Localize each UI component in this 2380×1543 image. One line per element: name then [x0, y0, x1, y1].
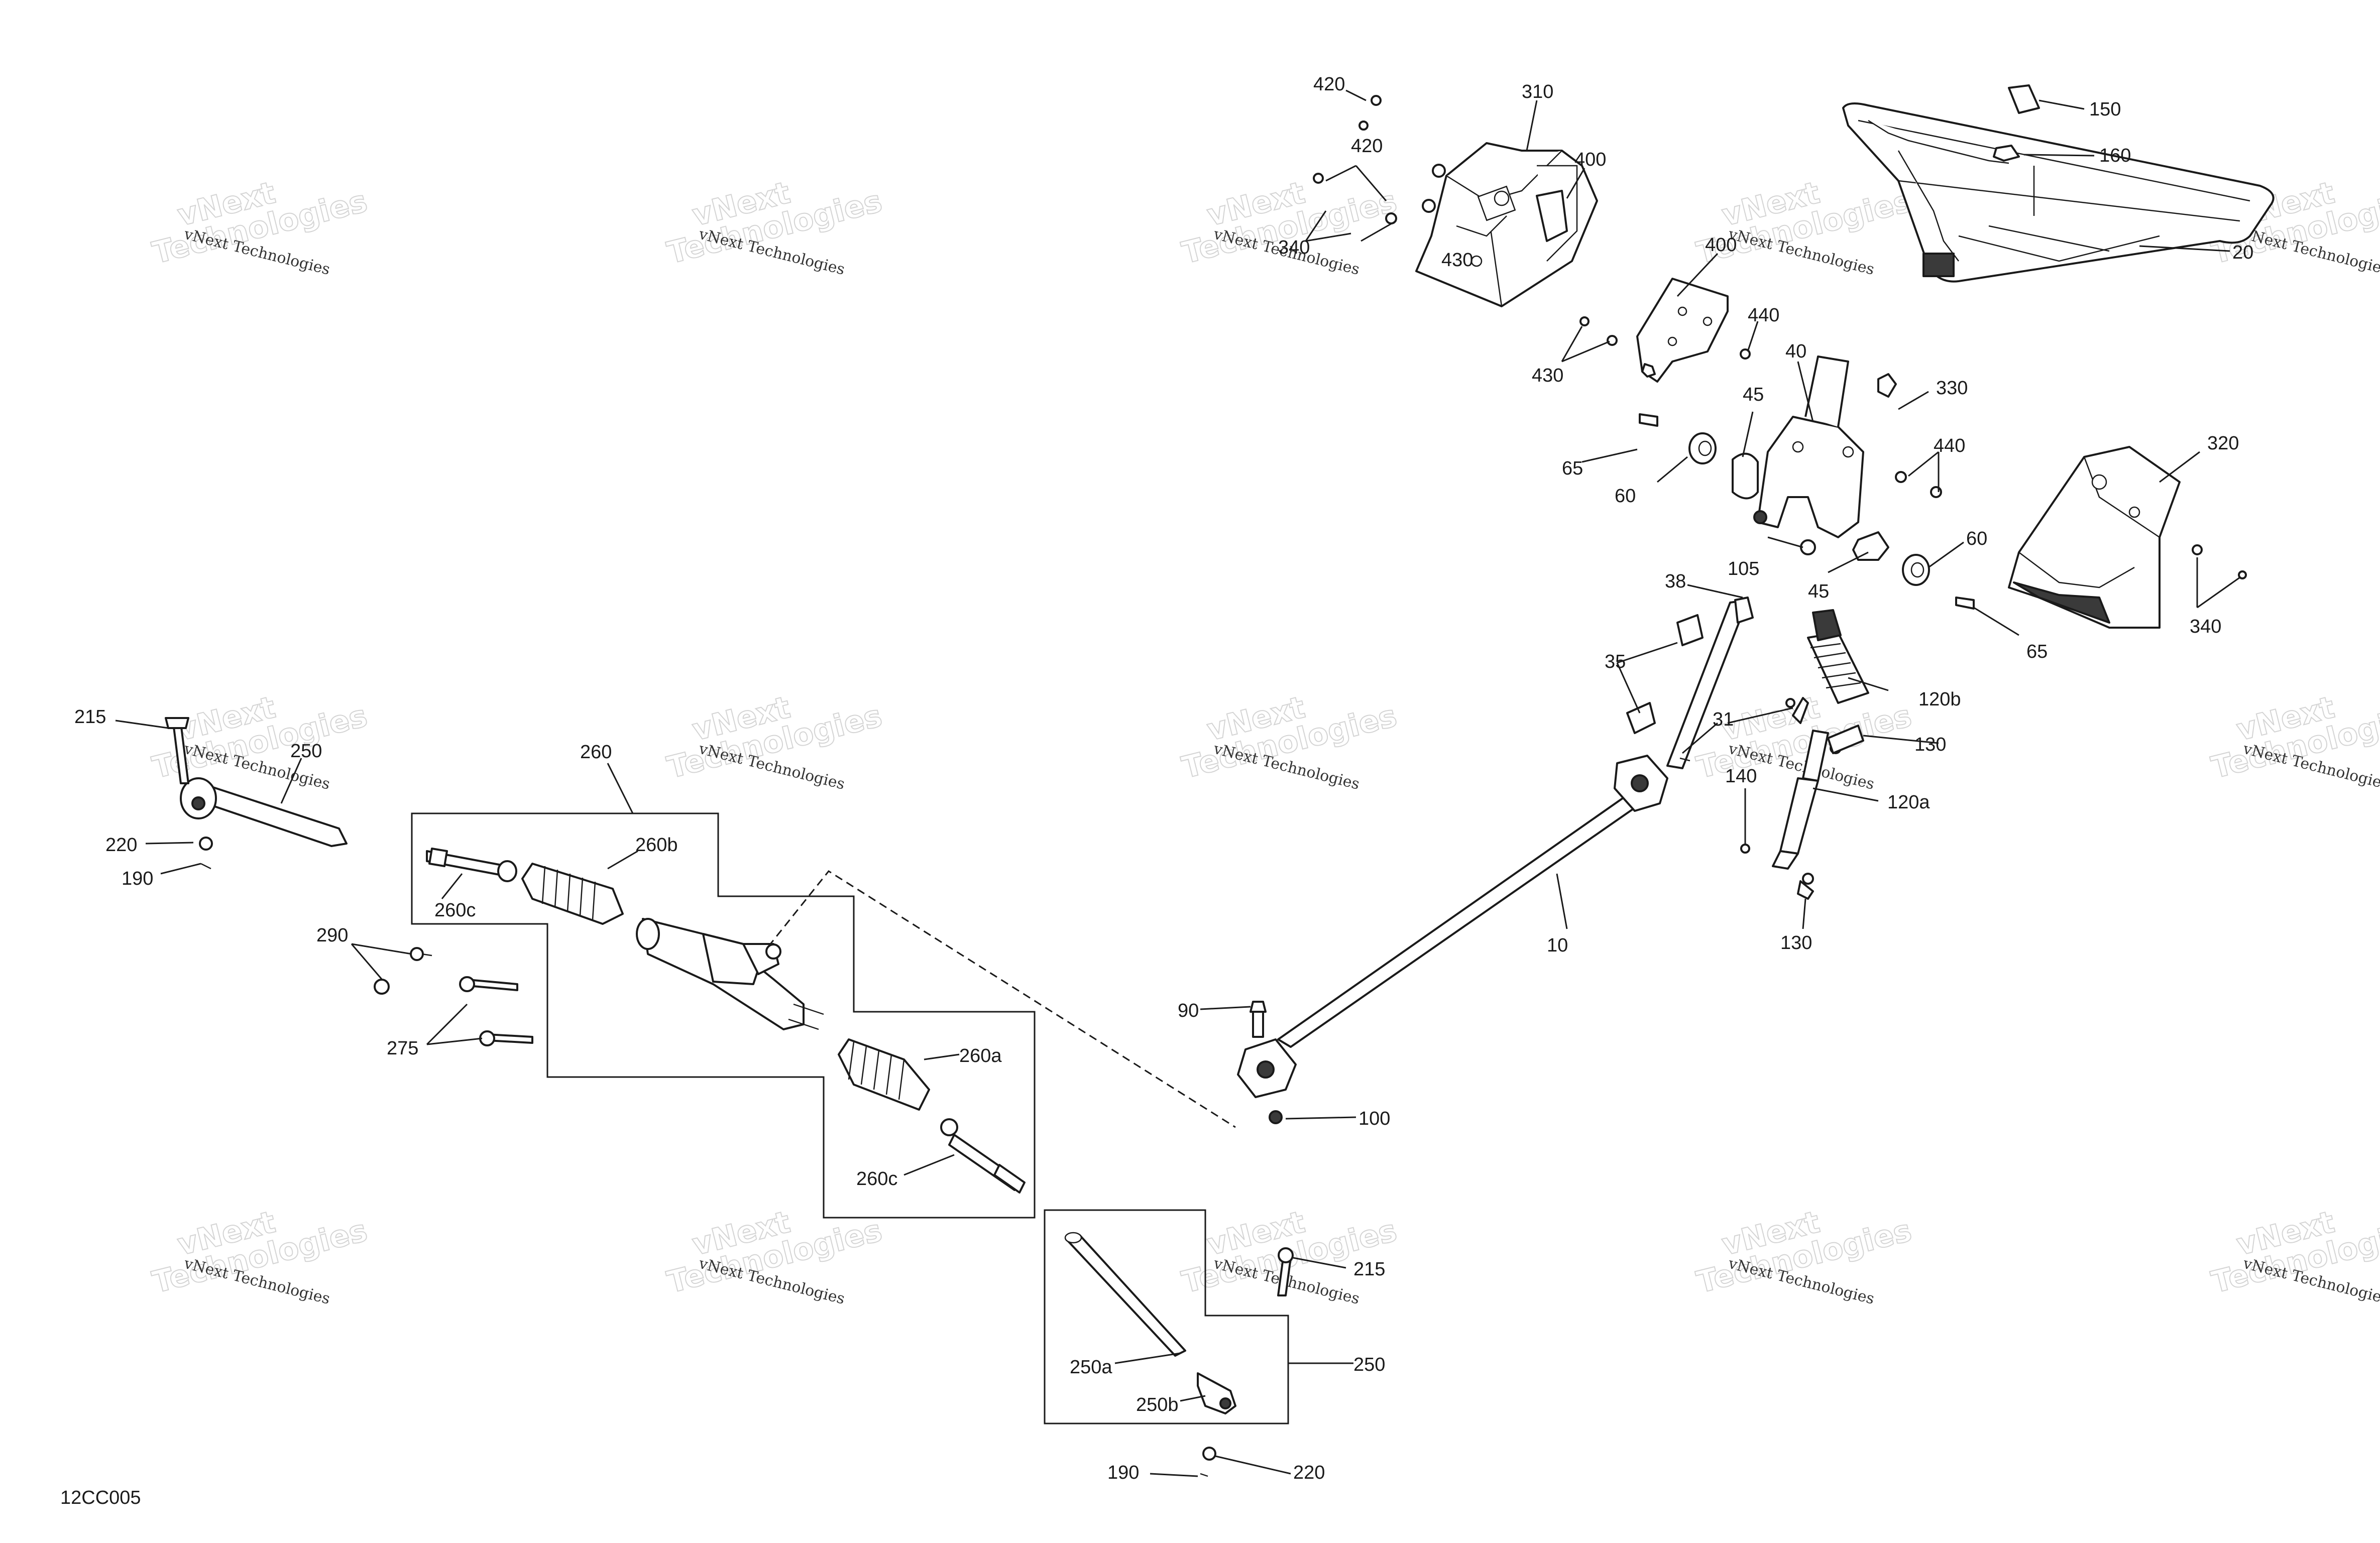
- callout-220-b: 220: [1293, 1462, 1325, 1483]
- steering-wheel-20: [1842, 102, 2275, 283]
- wheel-cap-150: [2008, 84, 2040, 114]
- callout-260a: 260a: [959, 1045, 1002, 1066]
- callout-250b: 250b: [1136, 1394, 1179, 1415]
- callout-labels: 420 420 310 400 150 160 20 340 430 400 4…: [74, 74, 2253, 1483]
- assembly-box-250: [1044, 1209, 1289, 1425]
- washer-105: [1800, 539, 1816, 555]
- bushing-35b: [1676, 614, 1704, 646]
- callout-65-a: 65: [1562, 458, 1583, 479]
- diagram-code: 12CC005: [60, 1487, 141, 1508]
- callout-400-b: 400: [1705, 234, 1737, 256]
- column-support-40: [1757, 355, 1864, 538]
- callout-130-b: 130: [1780, 932, 1812, 954]
- callout-38: 38: [1665, 571, 1686, 592]
- callout-260c-b: 260c: [856, 1168, 897, 1190]
- callout-420-b: 420: [1351, 136, 1383, 157]
- bolt-90: [1250, 1001, 1267, 1013]
- callout-250a: 250a: [1070, 1357, 1112, 1378]
- callout-60-b: 60: [1966, 528, 1987, 549]
- callout-290: 290: [316, 925, 348, 946]
- callout-260: 260: [580, 742, 612, 763]
- bushing-60-left-inner: [1698, 440, 1712, 456]
- nut-160: [1993, 145, 2020, 162]
- callout-215-b: 215: [1353, 1259, 1385, 1280]
- tie-rod-250-bottom: [1064, 1232, 1294, 1477]
- fasteners: [1313, 95, 2247, 610]
- callout-250-b: 250: [1353, 1354, 1385, 1375]
- callout-150: 150: [2089, 99, 2121, 120]
- leader-lines: [115, 89, 2240, 1477]
- callout-430-b: 430: [1532, 365, 1563, 386]
- callout-430-a: 430: [1441, 250, 1473, 271]
- steering-cover-320: [2008, 446, 2181, 629]
- bolts-290-275: [374, 947, 533, 1046]
- lower-column-120a: [1740, 697, 1864, 900]
- callout-260b: 260b: [635, 835, 678, 856]
- callout-400-a: 400: [1574, 149, 1606, 170]
- assembly-box-260: [411, 812, 1036, 1219]
- callout-250-a: 250: [290, 741, 322, 762]
- callout-190-b: 190: [1107, 1462, 1139, 1483]
- callout-45-b: 45: [1808, 581, 1829, 602]
- callout-31: 31: [1713, 709, 1734, 730]
- nut-105: [1753, 510, 1767, 524]
- callout-65-b: 65: [2026, 641, 2048, 662]
- callout-320: 320: [2207, 433, 2239, 454]
- bushing-45-right: [1852, 531, 1889, 561]
- callout-190-a: 190: [122, 868, 153, 889]
- callout-120a: 120a: [1887, 792, 1930, 813]
- callout-215-a: 215: [74, 706, 106, 728]
- callout-100: 100: [1358, 1108, 1390, 1129]
- callout-220-a: 220: [105, 835, 137, 856]
- assembly-link-dashed: [767, 870, 1236, 1128]
- callout-40: 40: [1785, 341, 1806, 362]
- callout-10: 10: [1547, 935, 1568, 956]
- callout-275: 275: [387, 1038, 418, 1059]
- callout-420-a: 420: [1313, 74, 1345, 95]
- bushing-60-right-inner: [1910, 562, 1924, 578]
- pin-31: [1679, 757, 1690, 762]
- intermediate-shaft-10: [1237, 755, 1668, 1124]
- tie-rod-250-left: [165, 717, 348, 870]
- callout-105: 105: [1728, 558, 1759, 579]
- callout-440-b: 440: [1934, 435, 1965, 456]
- steering-rack-260: [426, 848, 1026, 1194]
- callout-90: 90: [1178, 1000, 1199, 1021]
- callout-35: 35: [1605, 651, 1626, 672]
- bushing-35: [1626, 702, 1656, 734]
- callout-60-a: 60: [1615, 486, 1636, 507]
- column-shaft-38: [1666, 597, 1754, 769]
- callout-120b: 120b: [1918, 689, 1961, 710]
- callout-310: 310: [1522, 81, 1553, 102]
- callout-260c-a: 260c: [434, 900, 476, 921]
- callout-340-a: 340: [1278, 237, 1310, 258]
- callout-330: 330: [1936, 378, 1968, 399]
- parts-layer: [165, 84, 2275, 1477]
- bracket-400b: [1536, 190, 1568, 242]
- callout-130-a: 130: [1914, 734, 1946, 755]
- callout-160: 160: [2099, 145, 2131, 166]
- bushing-45-left: [1732, 452, 1759, 500]
- boot-120b: [1807, 609, 1869, 704]
- callout-45-a: 45: [1743, 384, 1764, 405]
- callout-440-a: 440: [1748, 305, 1779, 326]
- callout-20: 20: [2232, 242, 2253, 263]
- callout-140: 140: [1725, 766, 1757, 787]
- callout-340-b: 340: [2190, 616, 2221, 637]
